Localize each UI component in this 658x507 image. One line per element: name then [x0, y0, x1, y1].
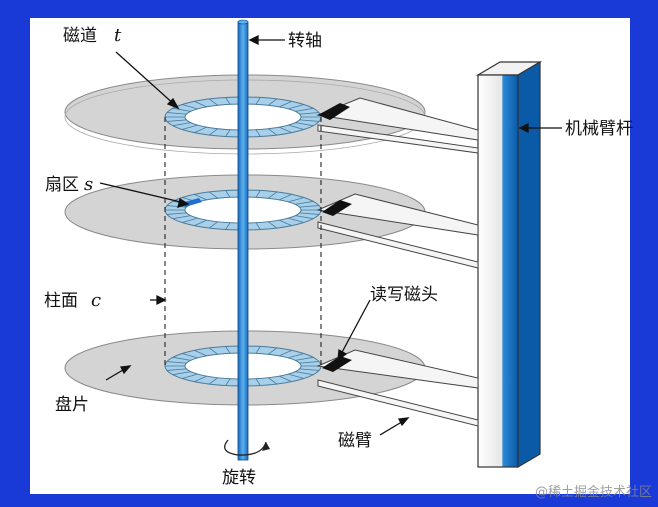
- watermark: @稀土掘金技术社区: [535, 484, 652, 500]
- sector-divider: [288, 197, 305, 203]
- sector-divider: [299, 205, 320, 208]
- sector-divider: [172, 107, 191, 112]
- sector-divider: [279, 193, 292, 201]
- sector-divider: [295, 107, 314, 112]
- pointer-lines: [99, 34, 562, 436]
- sector-divider: [166, 361, 187, 364]
- sector-divider: [267, 347, 278, 355]
- sector-divider: [288, 373, 305, 379]
- sector-divider: [288, 217, 305, 223]
- sector-divider: [166, 112, 187, 115]
- sector-divider: [181, 124, 198, 130]
- sector-divider: [267, 221, 278, 229]
- label-sector: 扇区: [45, 175, 79, 195]
- label-rw-head: 读写磁头: [370, 285, 438, 305]
- sector-divider: [267, 128, 278, 136]
- sector-divider: [255, 190, 261, 198]
- sector-divider: [295, 122, 314, 127]
- cylinder-outline: [164, 117, 322, 366]
- arm-assembly: [475, 60, 543, 469]
- sector-divider: [172, 356, 191, 361]
- sector-divider: [279, 126, 292, 134]
- sector-divider: [225, 97, 231, 105]
- rw-head-top: [318, 103, 350, 120]
- sector-divider: [225, 129, 231, 137]
- rw-head-middle: [322, 200, 352, 216]
- sector-divider: [267, 191, 278, 199]
- sector-divider: [267, 377, 278, 385]
- sector-divider: [255, 378, 261, 386]
- sector-divider: [225, 378, 231, 386]
- sector-divider: [225, 190, 231, 198]
- sector-divider: [208, 221, 219, 229]
- sector-divider: [208, 347, 219, 355]
- spindle: [237, 19, 249, 461]
- sector-divider: [299, 119, 320, 122]
- sector-divider: [279, 349, 292, 357]
- sector-divider: [279, 375, 292, 383]
- arm-middle: [316, 193, 479, 269]
- sector-divider: [172, 215, 191, 220]
- sector-divider: [279, 100, 292, 108]
- sector-divider: [181, 104, 198, 110]
- label-rotation: 旋转: [222, 468, 256, 488]
- sector-divider: [299, 112, 320, 115]
- sector-divider: [194, 126, 207, 134]
- label-arm: 磁臂: [338, 431, 372, 451]
- sector-divider: [172, 371, 191, 376]
- sector-divider: [194, 349, 207, 357]
- label-cylinder: 柱面: [44, 291, 78, 311]
- sector-divider: [208, 98, 219, 106]
- sector-divider: [166, 368, 187, 371]
- sector-divider: [299, 212, 320, 215]
- sector-divider: [166, 212, 187, 215]
- sector-divider: [172, 122, 191, 127]
- sector-divider: [288, 353, 305, 359]
- sector-divider: [299, 361, 320, 364]
- sector-divider: [288, 104, 305, 110]
- sector-divider: [225, 346, 231, 354]
- sector-divider: [295, 371, 314, 376]
- sector-divider: [181, 353, 198, 359]
- sector-divider: [295, 200, 314, 205]
- sector-divider: [194, 100, 207, 108]
- sector-divider: [299, 368, 320, 371]
- arm-top: [316, 97, 479, 154]
- sector-divider: [194, 219, 207, 227]
- label-cylinder-var: c: [91, 290, 101, 311]
- sector-divider: [255, 97, 261, 105]
- sector-divider: [208, 128, 219, 136]
- rw-head-bottom: [322, 356, 352, 372]
- sector-divider: [181, 217, 198, 223]
- label-sector-var: s: [84, 174, 93, 195]
- sector-divider: [194, 193, 207, 201]
- sector-divider: [255, 129, 261, 137]
- sector-divider: [255, 222, 261, 230]
- sector-divider: [194, 375, 207, 383]
- sector-divider: [166, 119, 187, 122]
- label-spindle: 转轴: [288, 31, 322, 51]
- sector-divider: [166, 205, 187, 208]
- sector-divider: [279, 219, 292, 227]
- sector-divider: [181, 373, 198, 379]
- label-arm-assembly: 机械臂杆: [565, 119, 633, 139]
- label-track: 磁道: [63, 26, 97, 46]
- rotation-arrow: [224, 439, 267, 456]
- sector-divider: [288, 124, 305, 130]
- label-track-var: t: [114, 25, 122, 46]
- sector-divider: [295, 215, 314, 220]
- sector-divider: [295, 356, 314, 361]
- sector-divider: [225, 222, 231, 230]
- sector-divider: [267, 98, 278, 106]
- sector-divider: [208, 191, 219, 199]
- sector-divider: [255, 346, 261, 354]
- diagram-frame: 磁道 t 转轴 扇区 s 机械臂杆 柱面 c 读写磁头 盘片 磁臂 旋转 @稀土…: [30, 18, 652, 500]
- sector-divider: [208, 377, 219, 385]
- label-platter: 盘片: [55, 395, 89, 415]
